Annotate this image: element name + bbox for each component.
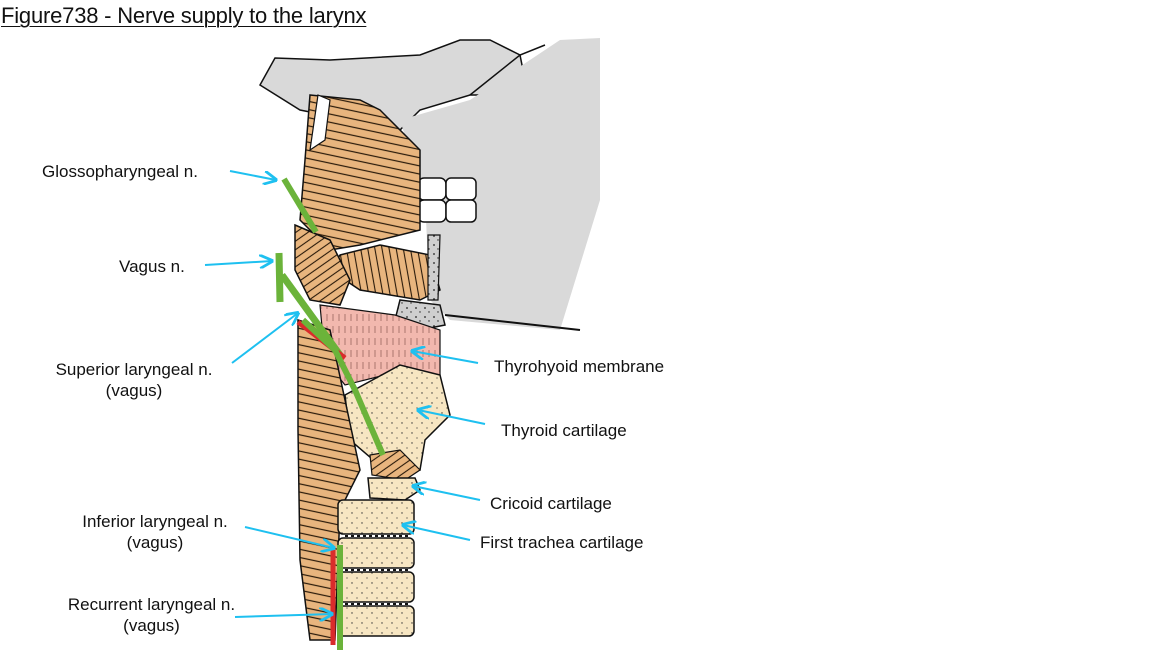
label-superior-laryngeal-name: Superior laryngeal n. [55, 360, 213, 379]
pointer-arrows [204, 170, 486, 617]
cricoid-cartilage [367, 477, 421, 501]
label-inferior-laryngeal-name: Inferior laryngeal n. [82, 512, 228, 531]
arrow-superior-laryngeal [231, 313, 298, 364]
label-vagus: Vagus n. [119, 257, 185, 276]
label-superior-laryngeal-sub: (vagus) [105, 381, 163, 400]
label-superior-laryngeal: Superior laryngeal n. (vagus) [43, 359, 225, 401]
cricothyroid-muscle [369, 449, 421, 481]
glossopharyngeal-nerve [281, 177, 319, 234]
nerves [275, 177, 386, 650]
arrow-inferior-laryngeal [244, 526, 334, 548]
arrow-vagus [204, 261, 272, 265]
arrow-first-trachea-cartilage [403, 525, 471, 541]
pharyngeal-muscle [299, 94, 421, 251]
arrow-thyroid-cartilage [418, 410, 486, 425]
teeth [417, 177, 477, 223]
trachea [337, 499, 415, 637]
label-recurrent-laryngeal-name: Recurrent laryngeal n. [67, 595, 236, 614]
label-cricoid-cartilage: Cricoid cartilage [490, 494, 612, 513]
label-thyroid-cartilage: Thyroid cartilage [501, 421, 627, 440]
label-glossopharyngeal: Glossopharyngeal n. [42, 162, 198, 181]
superior-laryngeal-nerve [300, 317, 386, 457]
arrow-recurrent-laryngeal [234, 614, 332, 617]
arrow-cricoid-cartilage [413, 486, 481, 501]
label-first-trachea-cartilage: First trachea cartilage [480, 533, 644, 552]
arrow-glossopharyngeal [229, 170, 276, 180]
label-recurrent-laryngeal: Recurrent laryngeal n. (vagus) [55, 594, 248, 636]
label-inferior-laryngeal: Inferior laryngeal n. (vagus) [71, 511, 239, 553]
figure-title: Figure738 - Nerve supply to the larynx [1, 3, 367, 28]
arrow-thyrohyoid-membrane [412, 351, 479, 364]
label-recurrent-laryngeal-sub: (vagus) [123, 616, 180, 635]
label-inferior-laryngeal-sub: (vagus) [126, 533, 184, 552]
label-thyrohyoid-membrane: Thyrohyoid membrane [494, 357, 665, 376]
thyroid-cartilage [344, 364, 451, 471]
mandible [400, 38, 600, 330]
